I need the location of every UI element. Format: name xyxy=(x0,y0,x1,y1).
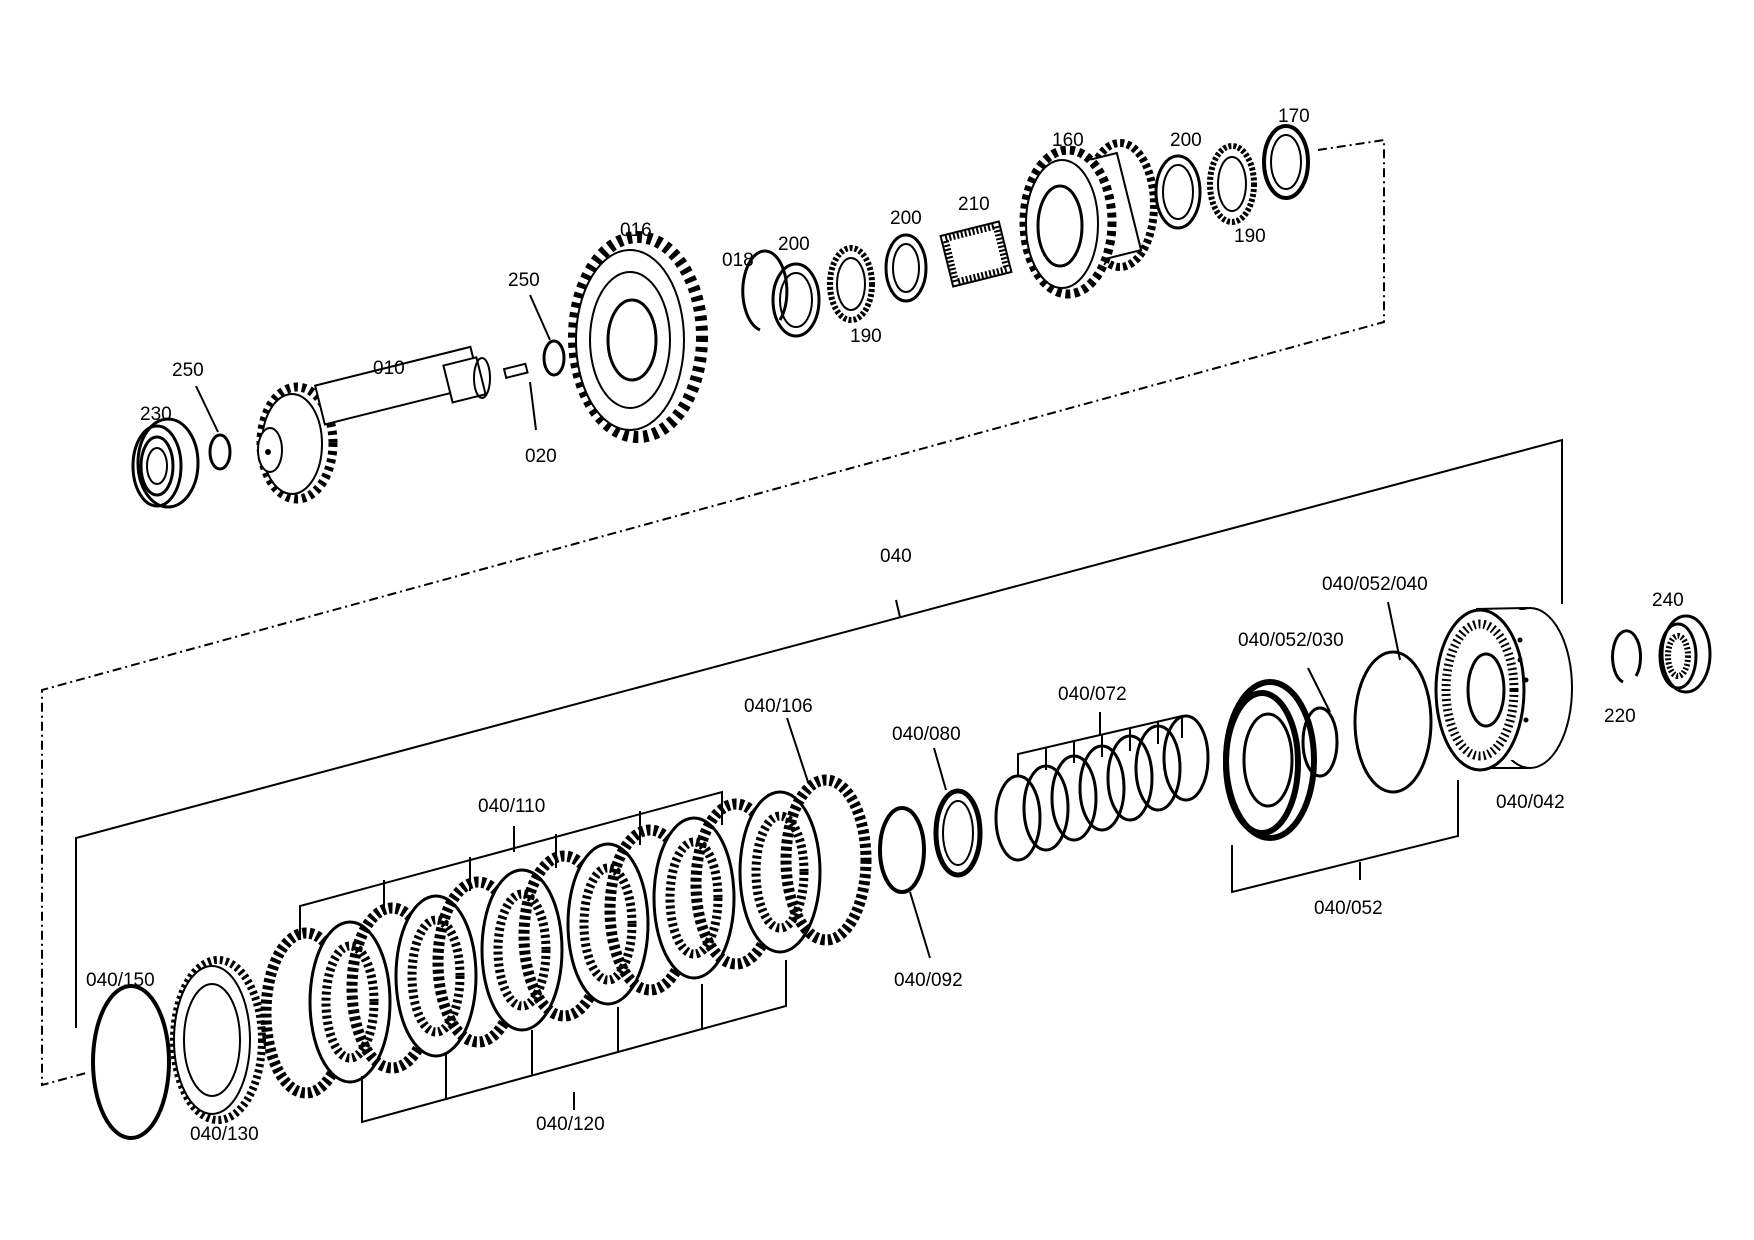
label-200-a: 200 xyxy=(778,234,810,255)
label-010: 010 xyxy=(373,358,405,379)
part-labels: 230 250 010 020 250 016 018 200 190 200 … xyxy=(86,106,1684,1145)
label-040-052: 040/052 xyxy=(1314,898,1383,919)
part-160-gear[interactable] xyxy=(1019,139,1158,299)
label-040-130: 040/130 xyxy=(190,1124,259,1145)
part-200-washer-c[interactable] xyxy=(1154,154,1202,230)
part-040-080-ring[interactable] xyxy=(933,788,983,878)
label-040-106: 040/106 xyxy=(744,696,813,717)
label-230: 230 xyxy=(140,404,172,425)
label-018: 018 xyxy=(722,250,754,271)
label-190-a: 190 xyxy=(850,326,882,347)
label-250-b: 250 xyxy=(508,270,540,291)
part-240-bearing[interactable] xyxy=(1658,614,1712,694)
label-220: 220 xyxy=(1604,706,1636,727)
label-040: 040 xyxy=(880,546,912,567)
label-240: 240 xyxy=(1652,590,1684,611)
label-200-c: 200 xyxy=(1170,130,1202,151)
part-010-shaft[interactable] xyxy=(256,345,491,504)
part-170-washer[interactable] xyxy=(1262,124,1310,200)
label-040-042: 040/042 xyxy=(1496,792,1565,813)
part-190-bearing-a[interactable] xyxy=(827,245,875,323)
label-170: 170 xyxy=(1278,106,1310,127)
part-210-needle-cage[interactable] xyxy=(939,220,1013,288)
label-160: 160 xyxy=(1052,130,1084,151)
label-020: 020 xyxy=(525,446,557,467)
part-020-pin[interactable] xyxy=(502,362,529,380)
part-040-106-plate[interactable] xyxy=(780,774,872,946)
part-040-052-030-ring[interactable] xyxy=(1301,706,1339,778)
label-040-052-040: 040/052/040 xyxy=(1322,574,1428,595)
part-220-snap-ring[interactable] xyxy=(1611,629,1643,684)
part-016-gear[interactable] xyxy=(568,231,708,443)
part-040-150-oring[interactable] xyxy=(91,984,171,1140)
label-190-b: 190 xyxy=(1234,226,1266,247)
part-250-ring[interactable] xyxy=(208,433,232,471)
part-040-042-drum[interactable] xyxy=(1434,607,1573,772)
part-200-washer-b[interactable] xyxy=(884,233,928,303)
label-040-072: 040/072 xyxy=(1058,684,1127,705)
part-230-bearing[interactable] xyxy=(131,417,200,509)
part-190-bearing-b[interactable] xyxy=(1207,143,1257,225)
label-040-092: 040/092 xyxy=(894,970,963,991)
label-040-120: 040/120 xyxy=(536,1114,605,1135)
part-040-052-040-ring[interactable] xyxy=(1353,650,1433,794)
label-210: 210 xyxy=(958,194,990,215)
part-250-ring-b[interactable] xyxy=(542,339,566,377)
part-200-washer-a[interactable] xyxy=(771,262,821,338)
part-040-092-ring[interactable] xyxy=(878,806,926,894)
label-016: 016 xyxy=(620,220,652,241)
part-018-snap-ring[interactable] xyxy=(741,249,789,332)
label-040-110: 040/110 xyxy=(478,796,545,817)
part-040-052-piston[interactable] xyxy=(1223,679,1317,841)
label-040-150: 040/150 xyxy=(86,970,155,991)
clutch-pack[interactable] xyxy=(260,790,822,1099)
label-040-052-030: 040/052/030 xyxy=(1238,630,1344,651)
label-200-b: 200 xyxy=(890,208,922,229)
leader-lines xyxy=(41,138,1563,1124)
label-040-080: 040/080 xyxy=(892,724,961,745)
part-040-130-plate[interactable] xyxy=(170,956,266,1124)
label-250-a: 250 xyxy=(172,360,204,381)
